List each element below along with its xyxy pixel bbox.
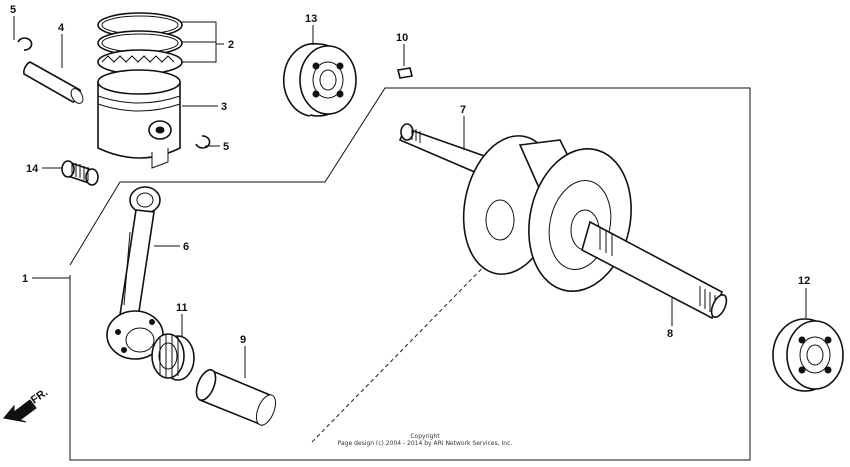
big-end-needle-bearing [151,314,195,381]
callout-8: 8 [667,328,673,340]
callout-14: 14 [26,163,39,175]
piston-pin [23,34,84,104]
callout-4: 4 [58,22,65,34]
crankshaft [398,116,728,326]
callout-6: 6 [183,241,189,253]
callout-7: 7 [460,104,466,116]
copyright-line-2: Page design (c) 2004 - 2014 by ARI Netwo… [338,440,513,447]
main-bearing-upper [282,25,357,117]
connecting-rod [106,186,180,360]
front-arrow-icon: FR. [3,386,50,423]
crank-pin [195,346,277,427]
callout-1: 1 [22,273,28,285]
callout-11: 11 [176,302,188,314]
callout-5-right: 5 [223,141,229,153]
callout-9: 9 [240,334,246,346]
callout-10: 10 [396,32,408,44]
callout-12: 12 [798,275,810,287]
copyright-line-1: Copyright [410,433,440,440]
piston-rings [97,12,224,75]
main-bearing-lower [772,288,844,392]
small-end-needle-bearing [42,160,99,186]
callout-13: 13 [305,13,317,25]
callout-2: 2 [228,39,234,51]
callout-3: 3 [221,101,227,113]
piston-pin-clip-left [13,16,33,51]
piston-pin-clip-right [195,135,220,149]
assembly-outline [32,87,751,461]
piston [97,69,218,169]
callout-5-left: 5 [10,4,16,16]
woodruff-key [397,44,413,79]
